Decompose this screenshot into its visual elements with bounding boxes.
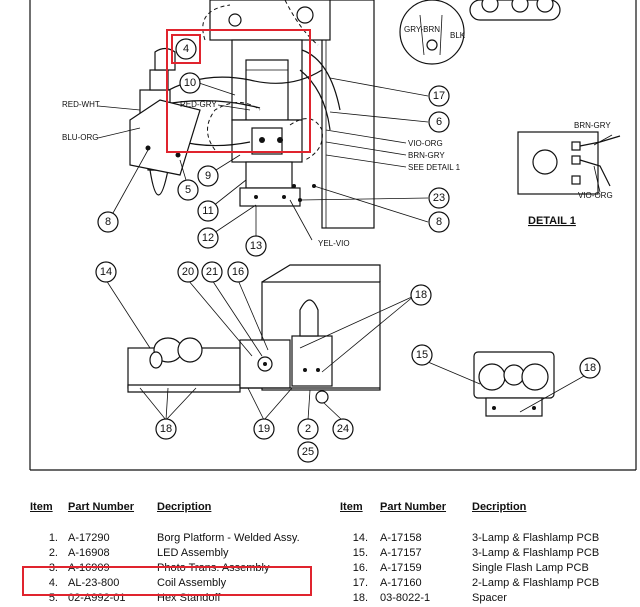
header-description: Decription <box>157 501 212 513</box>
svg-text:18: 18 <box>584 362 596 374</box>
callout-18-bottom: 18 <box>155 418 177 440</box>
wire-label-red-wht: RED-WHT <box>62 100 100 109</box>
parts-list-header: Item Part Number Decription <box>340 496 640 514</box>
detail-label-brn-gry: BRN-GRY <box>574 121 611 130</box>
parts-list-header: Item Part Number Decription <box>30 496 330 514</box>
callout-2: 2 <box>297 418 319 440</box>
header-part-number: Part Number <box>380 501 447 513</box>
svg-text:2: 2 <box>305 423 311 435</box>
svg-text:19: 19 <box>258 423 270 435</box>
callout-23: 23 <box>428 187 450 209</box>
callout-20: 20 <box>177 261 199 283</box>
header-part-number: Part Number <box>68 501 135 513</box>
callout-5: 5 <box>177 179 199 201</box>
svg-text:8: 8 <box>436 216 442 228</box>
svg-text:13: 13 <box>250 240 262 252</box>
svg-text:4: 4 <box>183 43 189 55</box>
callout-18-right: 18 <box>579 357 601 379</box>
header-item: Item <box>340 501 363 513</box>
svg-text:6: 6 <box>436 116 442 128</box>
svg-text:18: 18 <box>415 289 427 301</box>
wire-label-see-detail: SEE DETAIL 1 <box>408 163 461 172</box>
wire-label-blk: BLK <box>450 31 466 40</box>
callout-15: 15 <box>411 344 433 366</box>
callout-19: 19 <box>253 418 275 440</box>
callout-17: 17 <box>428 85 450 107</box>
callout-25: 25 <box>297 441 319 463</box>
callout-12: 12 <box>197 227 219 249</box>
detail-1-drawing <box>517 131 621 195</box>
wire-label-vio-org: VIO-ORG <box>408 139 443 148</box>
callout-11: 11 <box>197 200 219 222</box>
detail-1-title: DETAIL 1 <box>528 215 576 227</box>
callout-10: 10 <box>179 72 201 94</box>
callout-14: 14 <box>95 261 117 283</box>
header-description: Decription <box>472 501 527 513</box>
header-item: Item <box>30 501 53 513</box>
svg-text:12: 12 <box>202 232 214 244</box>
callout-13: 13 <box>245 235 267 257</box>
svg-text:5: 5 <box>185 184 191 196</box>
svg-text:9: 9 <box>205 170 211 182</box>
lamp-pcb-right <box>473 351 555 417</box>
svg-text:8: 8 <box>105 216 111 228</box>
svg-text:16: 16 <box>232 266 244 278</box>
callout-8-right: 8 <box>428 211 450 233</box>
wire-label-red-gry: RED-GRY <box>180 100 217 109</box>
svg-text:21: 21 <box>206 266 218 278</box>
detail-label-vio-org: VIO-ORG <box>578 191 613 200</box>
wire-label-blu-org: BLU-ORG <box>62 133 98 142</box>
svg-text:14: 14 <box>100 266 112 278</box>
callout-16: 16 <box>227 261 249 283</box>
callout-4: 4 <box>175 38 197 60</box>
highlight-callout-4 <box>171 34 201 64</box>
svg-text:10: 10 <box>184 77 196 89</box>
callout-18-top: 18 <box>410 284 432 306</box>
callout-9: 9 <box>197 165 219 187</box>
detail-connector-disc <box>399 0 465 65</box>
svg-text:18: 18 <box>160 423 172 435</box>
leader-lines <box>97 77 585 421</box>
svg-text:25: 25 <box>302 446 314 458</box>
callout-24: 24 <box>332 418 354 440</box>
svg-text:17: 17 <box>433 90 445 102</box>
pcb-assembly-lower <box>127 264 381 404</box>
svg-text:24: 24 <box>337 423 349 435</box>
callout-6: 6 <box>428 111 450 133</box>
lamp-cluster-top <box>469 0 561 21</box>
callouts: 4 10 17 6 9 5 8 11 12 13 23 8 14 20 21 1… <box>95 38 601 463</box>
wire-label-yel-vio: YEL-VIO <box>318 239 350 248</box>
highlight-coil-assembly-row <box>22 566 312 596</box>
svg-text:15: 15 <box>416 349 428 361</box>
svg-text:20: 20 <box>182 266 194 278</box>
exploded-assembly-diagram: RED-WHT BLU-ORG RED-GRY VIO-ORG BRN-GRY … <box>29 0 637 471</box>
svg-text:23: 23 <box>433 192 445 204</box>
svg-text:11: 11 <box>202 205 213 217</box>
wire-label-brn-gry: BRN-GRY <box>408 151 445 160</box>
highlight-coil-assembly <box>166 29 311 153</box>
wire-label-gry-brn: GRY-BRN <box>404 25 440 34</box>
callout-21: 21 <box>201 261 223 283</box>
callout-8-left: 8 <box>97 211 119 233</box>
